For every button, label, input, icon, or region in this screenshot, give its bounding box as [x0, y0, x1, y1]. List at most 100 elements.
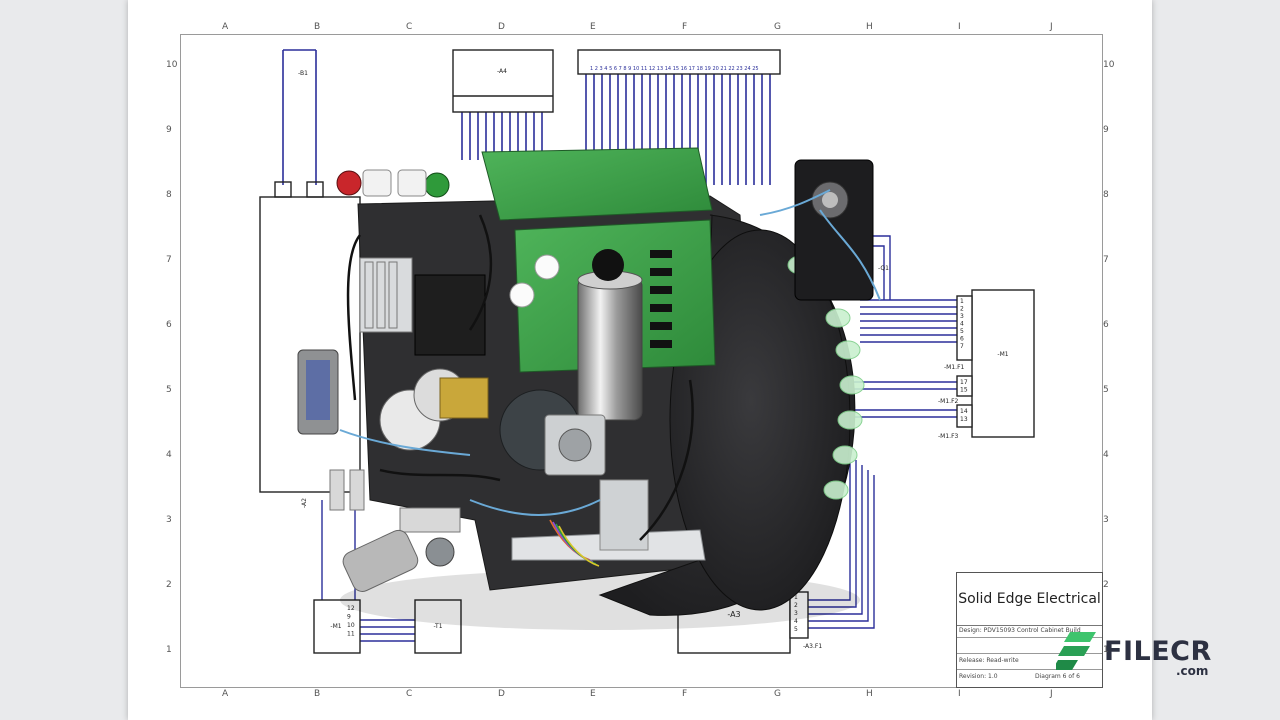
terminal-number: 3 [794, 610, 798, 617]
wire-bundle-top [282, 49, 771, 185]
component-M1-right [956, 289, 1035, 438]
title-block-divider [957, 653, 1102, 654]
row-label-left: 6 [166, 320, 172, 330]
column-label-top: E [590, 22, 596, 32]
column-label-bottom: H [866, 689, 873, 699]
component-A4 [452, 49, 554, 113]
row-label-left: 2 [166, 580, 172, 590]
terminal-number: 6 [960, 336, 964, 343]
column-label-bottom: C [406, 689, 413, 699]
terminal-number: 11 [347, 631, 355, 638]
row-label-left: 7 [166, 255, 172, 265]
title-block-design: Design: PDV15093 Control Cabinet Build [959, 627, 1081, 634]
label-M1-right: -M1 [997, 351, 1008, 358]
column-label-bottom: B [314, 689, 321, 699]
column-label-bottom: D [498, 689, 505, 699]
row-label-left: 5 [166, 385, 172, 395]
label-A2: -A2 [301, 498, 308, 508]
filecr-logo-icon [1056, 632, 1096, 670]
title-block: Solid Edge Electrical Design: PDV15093 C… [956, 572, 1103, 688]
row-label-right: 4 [1103, 450, 1109, 460]
terminal-number: 14 [960, 408, 968, 415]
component-X-terminal-strip [577, 49, 781, 75]
column-label-bottom: G [774, 689, 781, 699]
label-M1F1: -M1.F1 [944, 364, 965, 371]
column-label-top: C [406, 22, 413, 32]
terminal-number: 12 [347, 605, 355, 612]
column-label-bottom: E [590, 689, 596, 699]
row-label-left: 8 [166, 190, 172, 200]
terminal-number: 1 [960, 298, 964, 305]
component-T1 [414, 599, 462, 654]
terminal-number: 2 [794, 602, 798, 609]
column-label-bottom: A [222, 689, 229, 699]
row-label-right: 7 [1103, 255, 1109, 265]
label-Q1: -Q1 [878, 265, 889, 272]
terminal-number: 5 [960, 328, 964, 335]
terminal-number: 4 [794, 618, 798, 625]
label-A3: -A3 [727, 610, 740, 619]
title-block-divider [957, 669, 1102, 670]
row-label-right: 3 [1103, 515, 1109, 525]
terminal-number: 17 [960, 379, 968, 386]
filecr-suffix: .com [1176, 664, 1209, 678]
row-label-right: 8 [1103, 190, 1109, 200]
terminal-tick: 1 2 3 4 5 6 7 8 9 10 11 12 13 14 15 16 1… [590, 66, 759, 72]
column-label-bottom: F [682, 689, 688, 699]
column-label-top: B [314, 22, 321, 32]
row-label-left: 4 [166, 450, 172, 460]
column-label-top: D [498, 22, 505, 32]
machine-render [297, 147, 881, 630]
terminal-number: 15 [960, 387, 968, 394]
filecr-brand: FILECR [1104, 636, 1212, 667]
row-label-right: 9 [1103, 125, 1109, 135]
terminal-number: 10 [347, 622, 355, 629]
component-M1-bottom [313, 599, 361, 654]
row-label-right: 5 [1103, 385, 1109, 395]
row-label-left: 3 [166, 515, 172, 525]
label-M1F3: -M1.F3 [938, 433, 959, 440]
label-M1F2: -M1.F2 [938, 398, 959, 405]
row-label-right: 1 [1103, 645, 1109, 655]
label-M1-bottom: -M1 [330, 623, 341, 630]
row-label-right: 2 [1103, 580, 1109, 590]
label-A4: -A4 [497, 68, 507, 75]
column-label-bottom: J [1050, 689, 1053, 699]
component-A2-frame [259, 181, 361, 493]
terminal-number: 7 [960, 343, 964, 350]
label-T1: -T1 [433, 623, 442, 630]
label-B1: -B1 [298, 70, 308, 77]
column-label-top: J [1050, 22, 1053, 32]
row-label-left: 10 [166, 60, 178, 70]
label-A3F1: -A3.F1 [803, 643, 822, 650]
terminals-m1-bottom: 12 910 11 [347, 605, 355, 638]
drawing-border [180, 34, 1103, 688]
title-block-release: Release: Read-write [959, 657, 1019, 664]
row-label-left: 9 [166, 125, 172, 135]
column-label-top: A [222, 22, 229, 32]
wire-bundle-right [790, 235, 958, 629]
title-block-revision: Revision: 1.0 [959, 673, 998, 680]
column-label-top: G [774, 22, 781, 32]
row-label-right: 10 [1103, 60, 1115, 70]
column-label-top: F [682, 22, 688, 32]
title-block-diagram: Diagram 6 of 6 [1035, 673, 1080, 680]
title-block-title: Solid Edge Electrical [957, 573, 1102, 626]
filecr-watermark: FILECR .com [1056, 628, 1218, 684]
terminal-number: 9 [347, 614, 351, 621]
row-label-left: 1 [166, 645, 172, 655]
terminal-number: 13 [960, 416, 968, 423]
column-label-bottom: I [958, 689, 961, 699]
column-label-top: I [958, 22, 961, 32]
title-block-divider [957, 637, 1102, 638]
row-label-right: 6 [1103, 320, 1109, 330]
column-label-top: H [866, 22, 873, 32]
terminal-number: 4 [960, 321, 964, 328]
terminal-number: 2 [960, 306, 964, 313]
terminal-number: 5 [794, 626, 798, 633]
